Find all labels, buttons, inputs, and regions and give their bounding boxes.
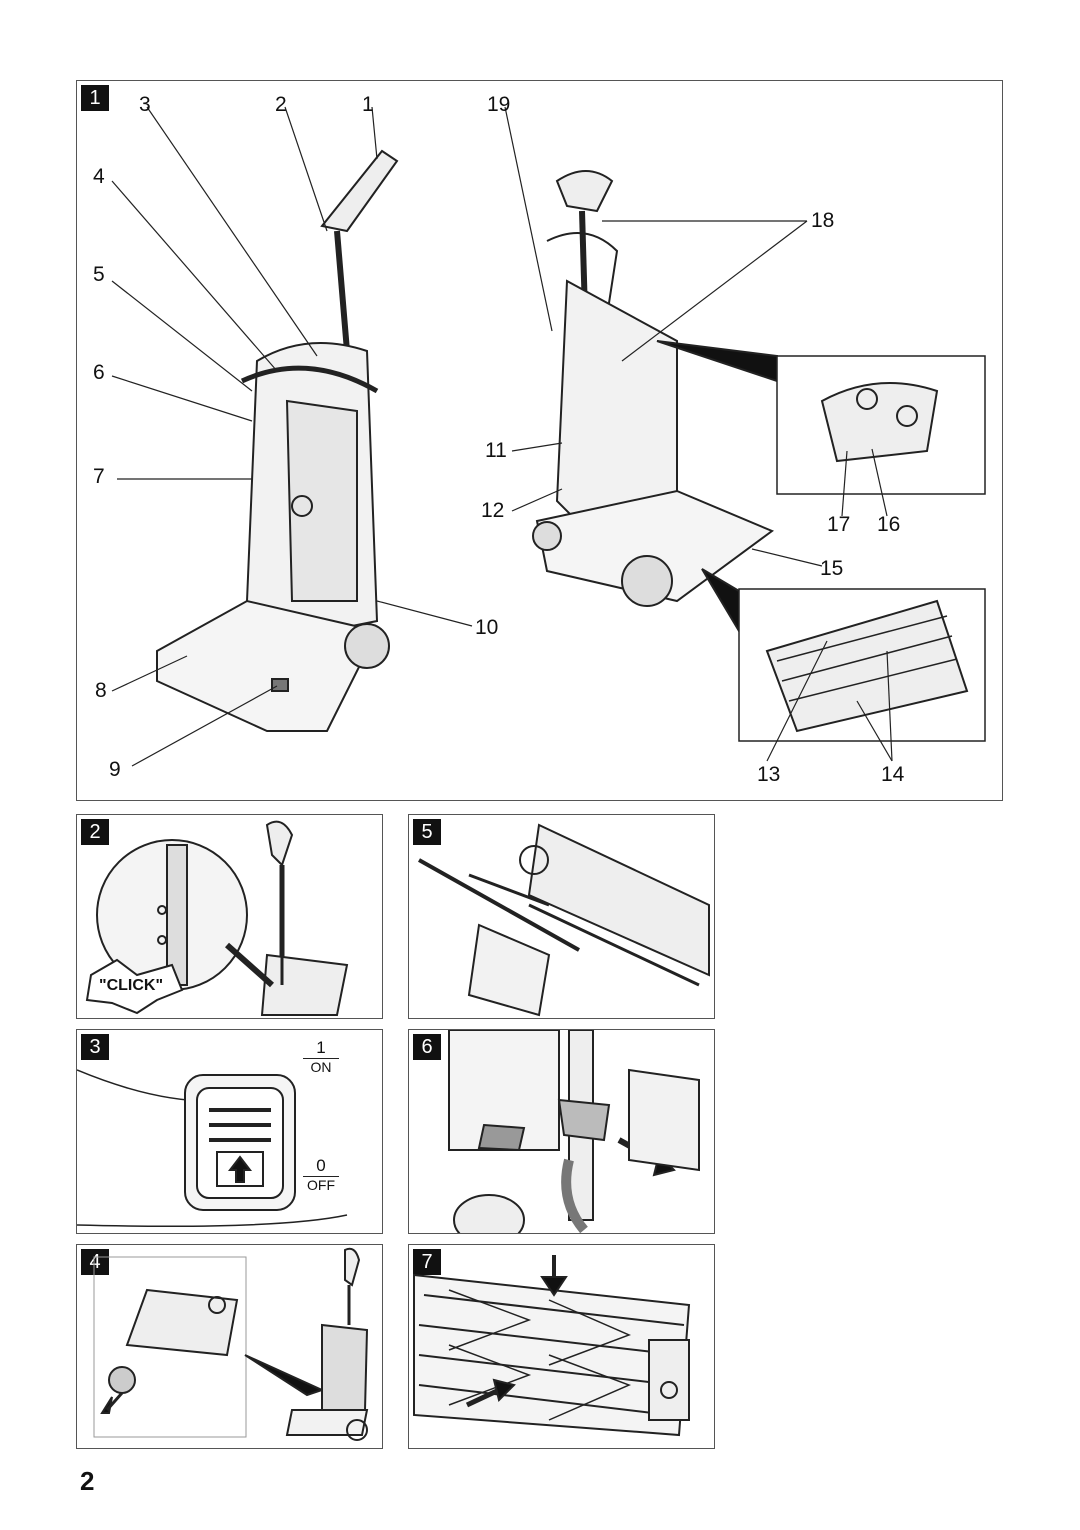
switch-on-text: ON — [303, 1058, 339, 1075]
callout-18: 18 — [811, 209, 835, 232]
figure-3-illustration — [77, 1069, 348, 1227]
callout-12: 12 — [481, 499, 505, 522]
figure-4: 4 — [76, 1244, 383, 1449]
callout-8: 8 — [95, 679, 107, 702]
callout-10: 10 — [475, 616, 499, 639]
figure-5: 5 — [408, 814, 715, 1019]
switch-off-text: OFF — [303, 1176, 339, 1193]
callout-14: 14 — [881, 763, 905, 786]
callout-17: 17 — [827, 513, 851, 536]
figure-6-badge: 6 — [413, 1034, 441, 1060]
figure-3-badge: 3 — [81, 1034, 109, 1060]
callout-3: 3 — [139, 93, 151, 116]
figure-2-illustration — [85, 820, 349, 1016]
switch-on-number: 1 — [316, 1038, 326, 1057]
figure-7-illustration — [413, 1255, 691, 1437]
figure-4-badge: 4 — [81, 1249, 109, 1275]
figure-6: 6 — [408, 1029, 715, 1234]
figure-7: 7 — [408, 1244, 715, 1449]
switch-off-number: 0 — [316, 1156, 326, 1175]
figure-1-illustration — [111, 106, 986, 767]
callout-2: 2 — [275, 93, 287, 116]
figure-6-illustration — [448, 1030, 700, 1233]
callout-1: 1 — [362, 93, 374, 116]
figure-5-illustration — [418, 823, 710, 1017]
figure-1: 1 — [76, 80, 1003, 801]
callout-5: 5 — [93, 263, 105, 286]
callout-6: 6 — [93, 361, 105, 384]
figure-3: 3 1 ON 0 OFF — [76, 1029, 383, 1234]
callout-13: 13 — [757, 763, 781, 786]
figure-4-illustration — [93, 1247, 369, 1441]
callout-19: 19 — [487, 93, 511, 116]
callout-7: 7 — [93, 465, 105, 488]
page-number: 2 — [80, 1466, 95, 1496]
callout-9: 9 — [109, 758, 121, 781]
callout-16: 16 — [877, 513, 901, 536]
figure-7-badge: 7 — [413, 1249, 441, 1275]
figure-1-badge: 1 — [81, 85, 109, 111]
click-label: "CLICK" — [99, 977, 164, 994]
callout-11: 11 — [485, 439, 507, 462]
figure-5-badge: 5 — [413, 819, 441, 845]
figure-2-badge: 2 — [81, 819, 109, 845]
callout-15: 15 — [820, 557, 844, 580]
figure-2: 2 "CLICK" — [76, 814, 383, 1019]
callout-4: 4 — [93, 165, 105, 188]
